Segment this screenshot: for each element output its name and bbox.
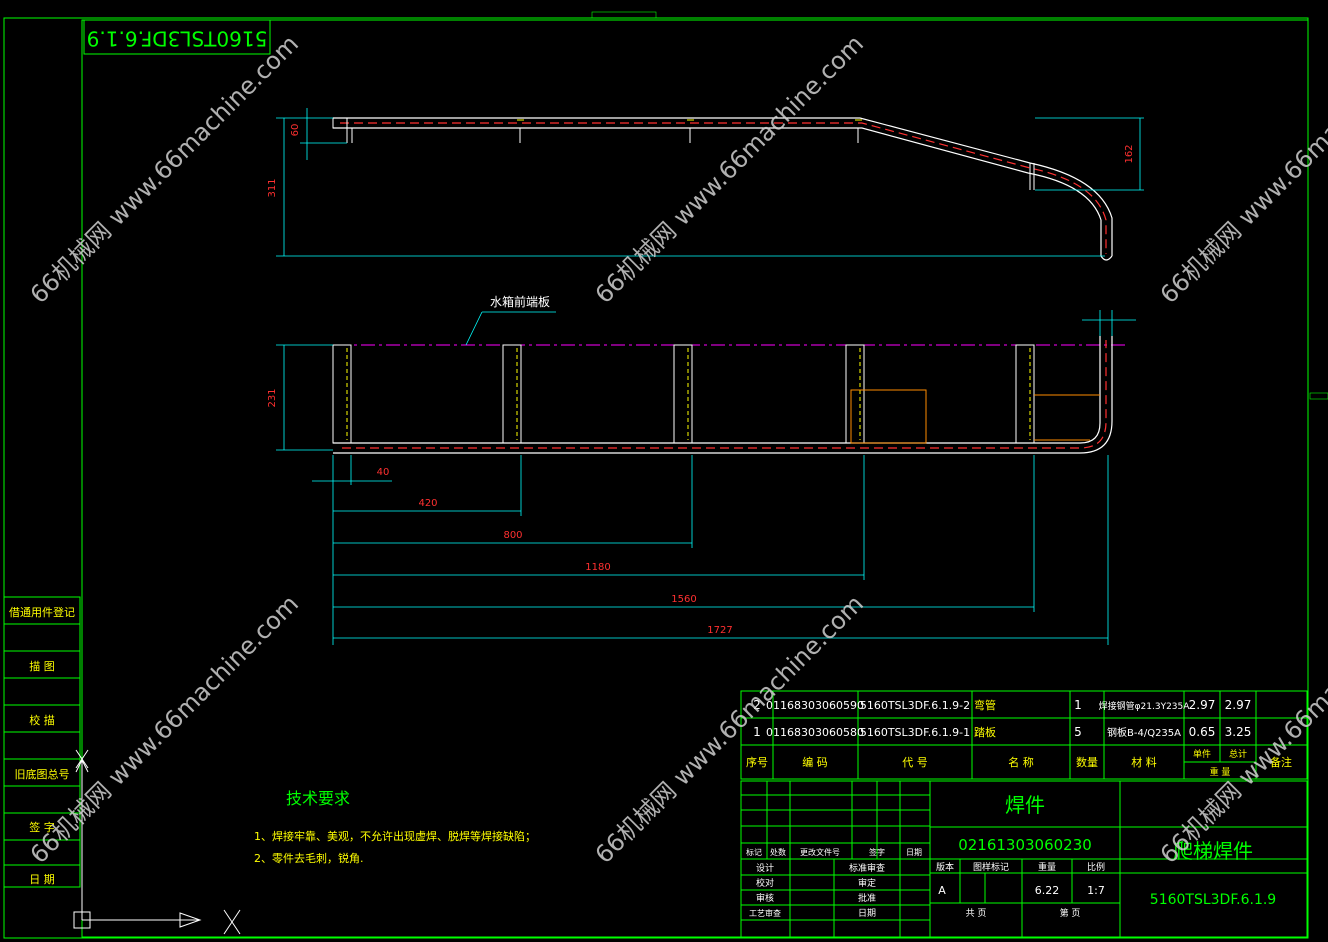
tb-mark: 标记 <box>746 847 762 857</box>
tb-role-approve1: 审定 <box>858 877 876 889</box>
tb-sheet-no: 第 页 <box>1060 907 1081 919</box>
tb-doc: 更改文件号 <box>800 847 840 857</box>
reg-borrowed-parts: 借通用件登记 <box>9 605 75 619</box>
tb-version: A <box>938 884 946 897</box>
tech-req-1: 1、焊接牢靠、美观，不允许出现虚焊、脱焊等焊接缺陷； <box>254 829 536 843</box>
tb-part-name: 爬梯焊件 <box>1173 839 1253 863</box>
dim-420: 420 <box>418 498 437 509</box>
weld-centerline-elevation <box>340 122 1107 254</box>
bom-hdr-weight: 重 量 <box>1210 766 1231 778</box>
technical-requirements: 技术要求 1、焊接牢靠、美观，不允许出现虚焊、脱焊等焊接缺陷； 2、零件去毛刺，… <box>254 789 536 865</box>
watermark: 66机械网 www.66machine.com <box>25 590 304 869</box>
bom-r1-total: 3.25 <box>1225 725 1252 739</box>
dim-311: 311 <box>267 178 278 197</box>
tech-heading: 技术要求 <box>286 789 350 808</box>
reg-tracing: 描 图 <box>29 659 55 673</box>
bom-hdr-seq: 序号 <box>746 755 768 769</box>
bom-r1-qty: 5 <box>1074 725 1082 739</box>
tb-hdr-version: 版本 <box>936 861 954 873</box>
bom-r2-qty: 1 <box>1074 698 1082 712</box>
tb-role-date: 日期 <box>858 908 876 919</box>
tb-weight: 6.22 <box>1035 884 1060 897</box>
bom-table: 2 01168303060590 5160TSL3DF.6.1.9-2 弯管 1… <box>740 690 1308 780</box>
bom-r1-name: 踏板 <box>974 725 996 739</box>
dim-1727: 1727 <box>707 625 732 636</box>
tb-role-process: 工艺审查 <box>749 908 781 918</box>
bom-r2-code: 01168303060590 <box>766 699 864 712</box>
tb-role-review: 审核 <box>756 892 774 904</box>
bom-hdr-total: 总计 <box>1229 748 1247 760</box>
reg-signature: 签 字 <box>29 820 55 834</box>
tb-zone: 处数 <box>770 847 786 857</box>
ucs-axis-icon <box>73 749 241 935</box>
bom-r1-unit: 0.65 <box>1189 725 1216 739</box>
reg-old-drawing-no: 旧底图总号 <box>15 767 70 781</box>
bom-r2-drawing: 5160TSL3DF.6.1.9-2 <box>860 699 970 712</box>
tb-hdr-weight: 重量 <box>1038 861 1056 873</box>
ladder-rail-plan <box>333 336 1101 444</box>
tb-drawing-no: 5160TSL3DF.6.1.9 <box>1150 892 1276 908</box>
dim-60: 60 <box>290 124 301 137</box>
dim-1560: 1560 <box>671 594 696 605</box>
tech-req-2: 2、零件去毛刺，锐角. <box>254 851 364 865</box>
bom-hdr-name: 名 称 <box>1008 755 1034 769</box>
drawing-frame <box>3 11 1328 939</box>
tb-role-standard: 标准审查 <box>849 862 885 874</box>
watermark: 66机械网 www.66machine.com <box>590 30 869 309</box>
plan-view: 水箱前端板 <box>267 294 1136 645</box>
bom-hdr-code: 编 码 <box>802 755 828 769</box>
tb-category: 焊件 <box>1005 793 1045 817</box>
title-stamp-text: 5160TSL3DF.6.1.9 <box>87 27 268 51</box>
tb-part-code: 02161303060230 <box>958 836 1092 854</box>
watermark: 66机械网 www.66machine.com <box>25 30 304 309</box>
bom-r2-seq: 2 <box>753 698 761 712</box>
bom-r1-seq: 1 <box>753 725 761 739</box>
bom-hdr-qty: 数量 <box>1076 756 1098 769</box>
tb-role-design: 设计 <box>756 862 774 874</box>
bom-r2-name: 弯管 <box>974 698 996 712</box>
bom-hdr-note: 备注 <box>1270 755 1292 769</box>
tb-date: 日期 <box>906 848 922 857</box>
watermark: 66机械网 www.66machine.com <box>1155 30 1328 309</box>
bom-r1-code: 01168303060580 <box>766 726 864 739</box>
reg-date: 日 期 <box>29 873 55 886</box>
dim-231: 231 <box>267 388 278 407</box>
bom-r2-total: 2.97 <box>1225 698 1252 712</box>
bom-r1-drawing: 5160TSL3DF.6.1.9-1 <box>860 726 970 739</box>
dim-40: 40 <box>377 467 390 478</box>
bom-hdr-material: 材 料 <box>1131 755 1157 769</box>
dim-162: 162 <box>1124 144 1135 163</box>
tb-hdr-stage: 图样标记 <box>973 861 1009 873</box>
bom-hdr-drawing: 代 号 <box>902 756 928 769</box>
dim-800: 800 <box>503 530 522 541</box>
bom-r2-unit: 2.97 <box>1189 698 1216 712</box>
tb-role-proof: 校对 <box>756 877 774 889</box>
reg-check-tracing: 校 描 <box>29 713 55 727</box>
rotated-title-stamp: 5160TSL3DF.6.1.9 <box>83 19 271 55</box>
bom-r2-material: 焊接钢管φ21.3Y235A <box>1099 700 1191 712</box>
tb-sign: 签字 <box>869 847 885 857</box>
dim-1180: 1180 <box>585 562 610 573</box>
bom-hdr-unit: 单件 <box>1193 748 1211 760</box>
elevation-view: 60 311 162 <box>267 108 1144 261</box>
bom-r1-material: 钢板B-4/Q235A <box>1107 726 1181 739</box>
tb-scale: 1:7 <box>1087 884 1105 897</box>
tb-role-approve2: 批准 <box>858 892 876 904</box>
tb-hdr-scale: 比例 <box>1087 861 1105 873</box>
tb-sheets: 共 页 <box>966 908 987 919</box>
callout-tank-front-plate: 水箱前端板 <box>490 294 550 309</box>
title-block: 标记 处数 更改文件号 签字 日期 设计 校对 审核 工艺审查 标准审查 审定 … <box>740 780 1308 938</box>
registration-column: 借通用件登记 描 图 校 描 旧底图总号 签 字 日 期 <box>3 596 81 888</box>
